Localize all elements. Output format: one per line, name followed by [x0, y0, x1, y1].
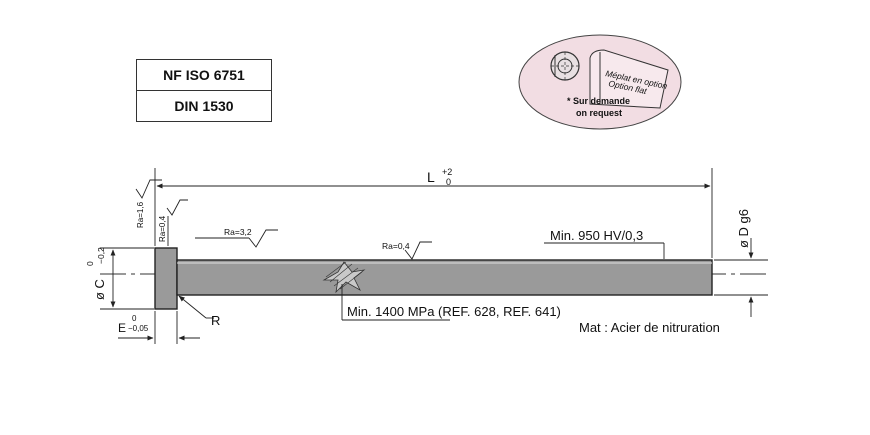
roughness-head-face: Ra=1,6: [135, 179, 162, 228]
on-request-en: on request: [576, 108, 622, 118]
head-thickness-dimension: E 0 −0,05: [118, 311, 200, 344]
standards-table: NF ISO 6751 DIN 1530: [136, 59, 272, 122]
pin-shaft: [176, 259, 713, 296]
roughness-head-side: Ra=0,4: [158, 199, 188, 246]
length-tol-upper: +2: [442, 167, 452, 177]
head-tol-upper: 0: [85, 261, 95, 266]
length-label: L: [427, 169, 435, 185]
radius-label: R: [211, 313, 220, 328]
material-note: Mat : Acier de nitruration: [579, 320, 720, 335]
flat-head-icon: [589, 49, 669, 109]
option-flat-bubble: Méplat en option Option flat * Sur deman…: [518, 34, 682, 130]
shaft-diameter-dimension: ø D g6: [714, 209, 768, 317]
nitriding-hatch-mark: [322, 261, 366, 294]
head-thickness-tol-upper: 0: [132, 314, 137, 323]
roughness-under-head: Ra=3,2: [195, 227, 278, 248]
pin-body: [154, 247, 713, 310]
head-thickness-tol-lower: −0,05: [128, 324, 149, 333]
standard-din: DIN 1530: [136, 90, 272, 122]
core-strength-label: Min. 1400 MPa (REF. 628, REF. 641): [347, 304, 561, 319]
roughness-shaft-label: Ra=0,4: [382, 241, 410, 251]
pin-head: [154, 247, 178, 310]
length-tol-lower: 0: [446, 177, 451, 187]
head-diameter-dimension: ø C 0 −0,2: [85, 247, 154, 310]
head-thickness-label: E: [118, 321, 126, 335]
head-tol-lower: −0,2: [96, 247, 106, 264]
roughness-shaft: Ra=0,4: [382, 241, 432, 260]
standard-nf-iso: NF ISO 6751: [136, 59, 272, 91]
length-dimension: L +2 0: [154, 167, 713, 258]
shaft-diameter-label: ø D g6: [736, 209, 751, 248]
roughness-under-head-label: Ra=3,2: [224, 227, 252, 237]
on-request-fr: * Sur demande: [567, 96, 630, 106]
roughness-head-side-label: Ra=0,4: [158, 215, 167, 242]
core-strength-note: Min. 1400 MPa (REF. 628, REF. 641): [341, 284, 561, 321]
head-diameter-label: ø C: [92, 279, 107, 300]
surface-hardness-note: Min. 950 HV/0,3: [544, 228, 665, 259]
radius-leader: R: [178, 295, 220, 328]
roughness-head-face-label: Ra=1,6: [136, 201, 145, 228]
surface-hardness-label: Min. 950 HV/0,3: [550, 228, 643, 243]
